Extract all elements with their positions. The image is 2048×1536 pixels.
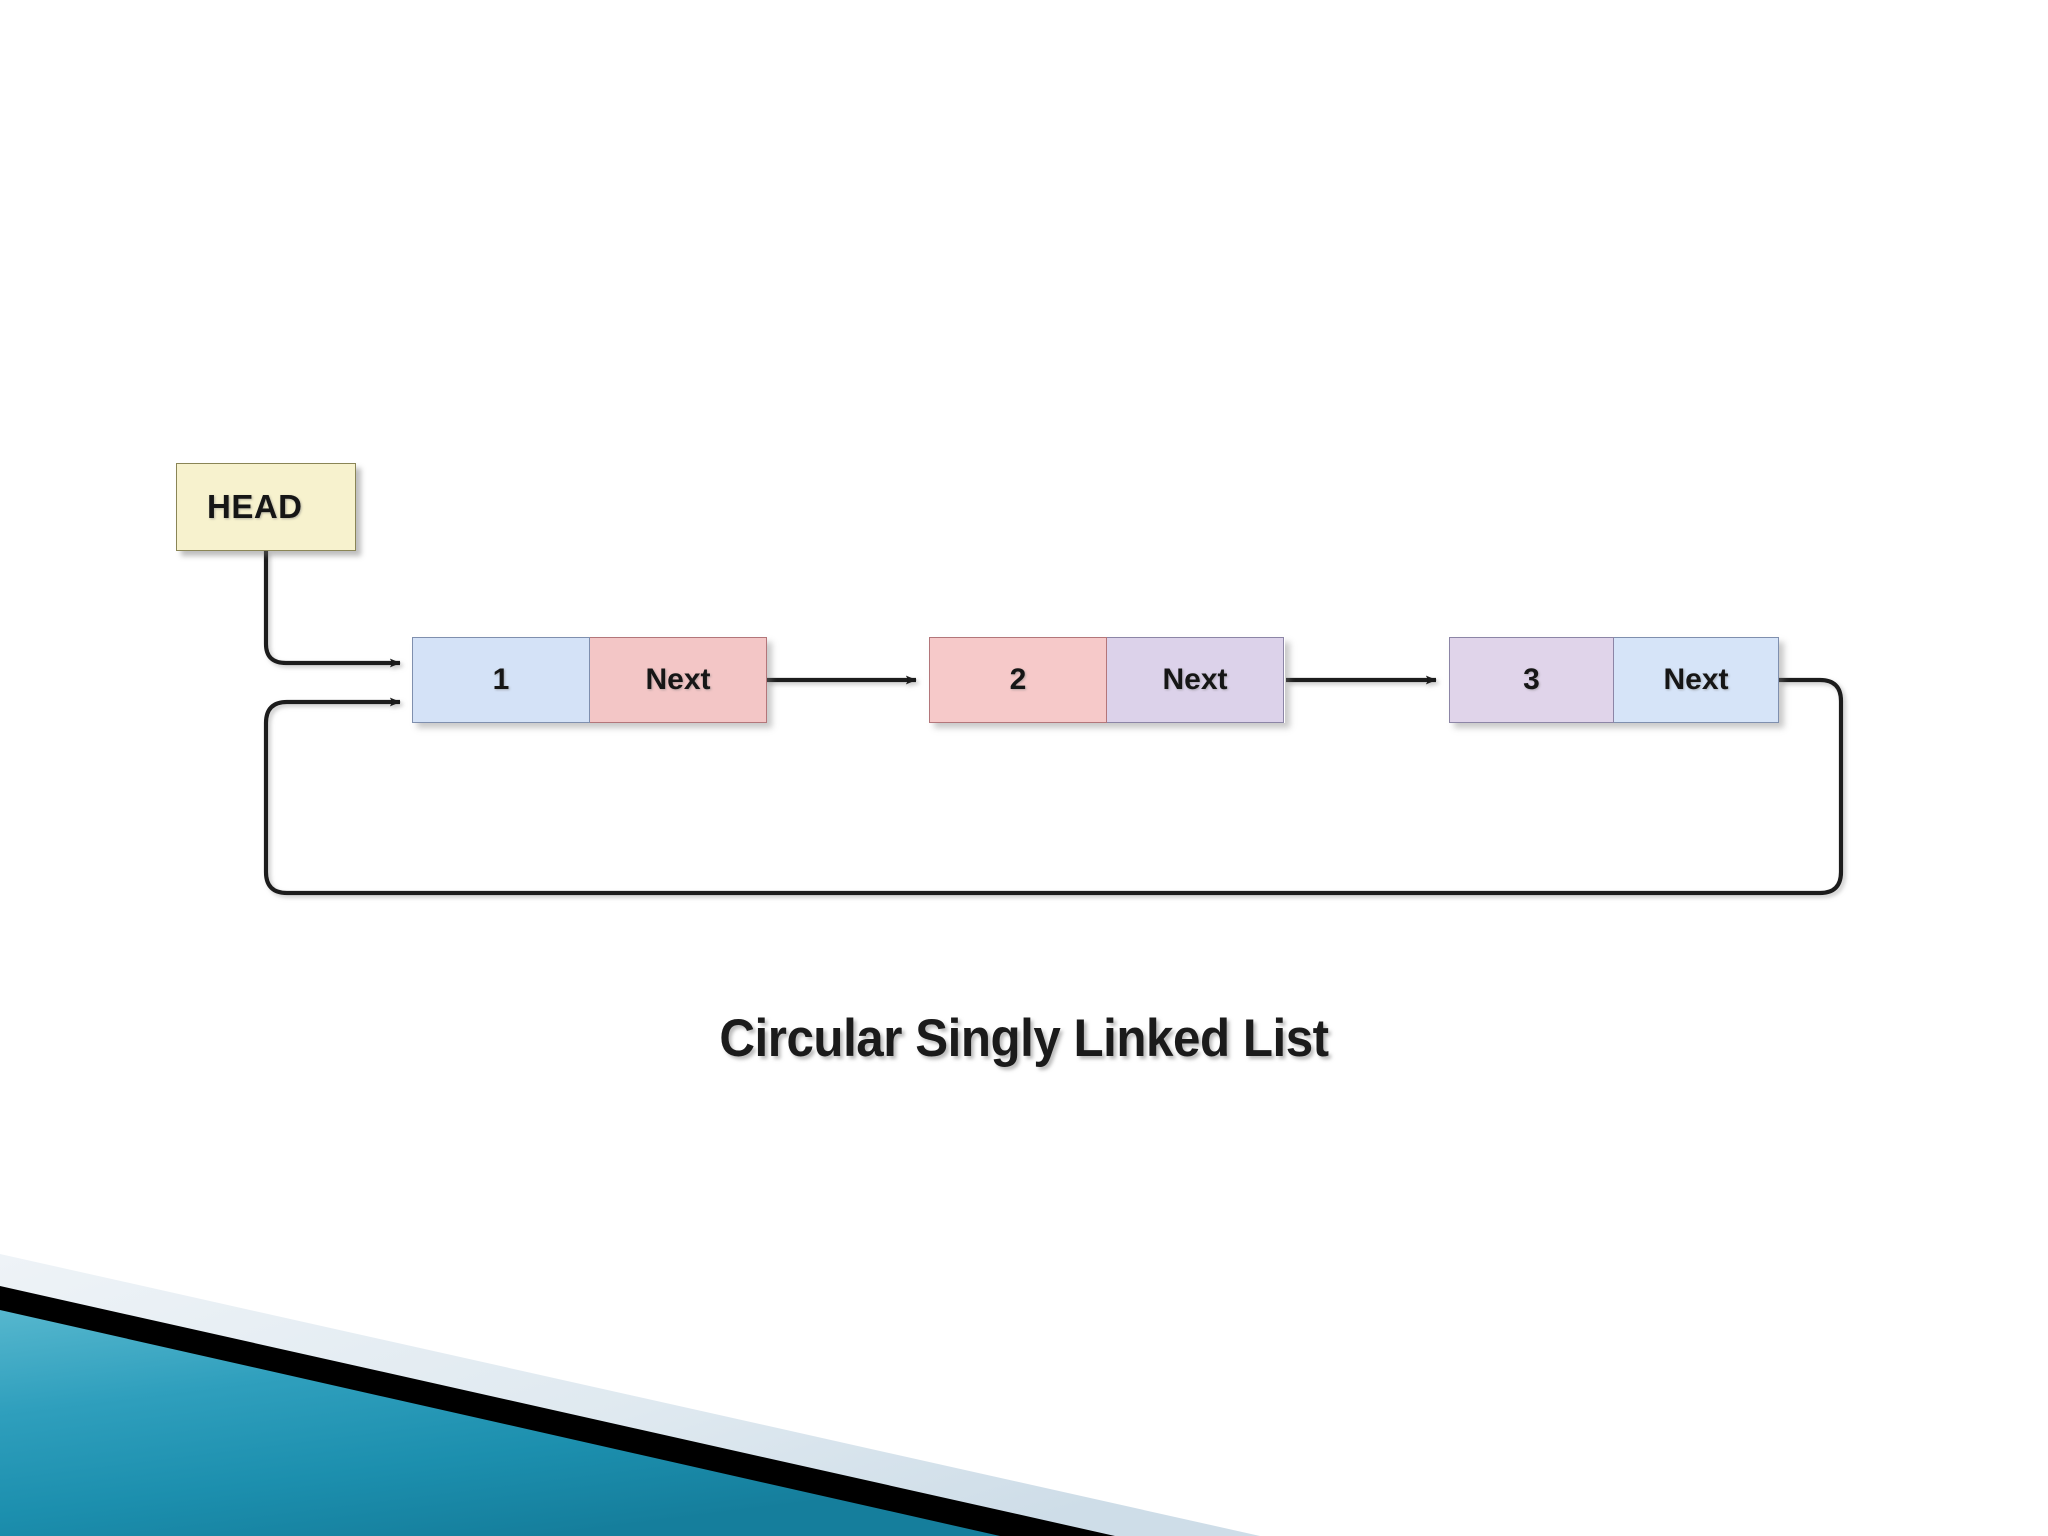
node-2-data-cell: 2 [929,637,1107,723]
head-label: HEAD [207,488,303,525]
node-2-next-cell: Next [1107,637,1284,723]
node-1-next-label: Next [645,663,711,696]
node-3-value: 3 [1523,663,1540,696]
node-3-data-cell: 3 [1449,637,1614,723]
diagram-caption: Circular Singly Linked List [719,1009,1329,1068]
node-1-next-cell: Next [590,637,767,723]
list-node-3: 3 Next [1449,637,1779,723]
list-node-2: 2 Next [929,637,1285,723]
node-2-value: 2 [1009,663,1027,696]
connector-head-to-node1 [263,551,401,668]
node-3-next-cell: Next [1614,637,1779,723]
head-pointer-box: HEAD [176,463,356,551]
node-2-next-label: Next [1162,663,1228,696]
node-3-next-label: Next [1663,663,1729,696]
node-1-value: 1 [492,663,510,696]
node-1-data-cell: 1 [412,637,590,723]
list-node-1: 1 Next [412,637,767,723]
connector-node3-back-to-node1 [263,677,1844,896]
